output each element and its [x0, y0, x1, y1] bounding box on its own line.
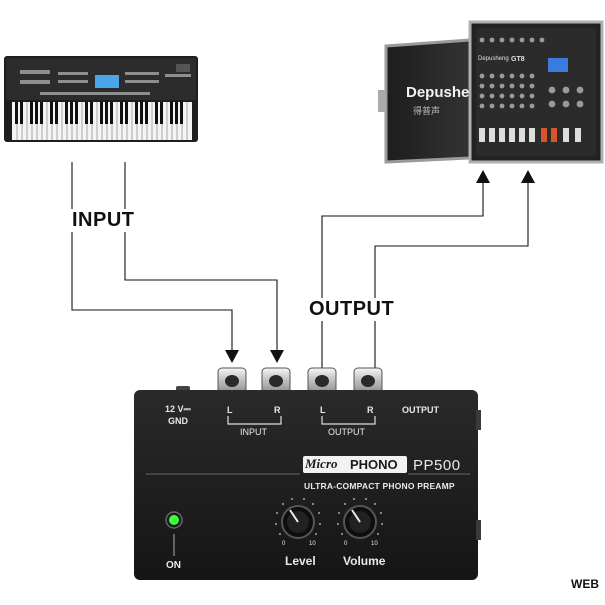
output-r-label: R — [367, 405, 374, 415]
level-knob-graphic — [281, 505, 315, 539]
input-l-label: L — [227, 405, 233, 415]
output-wires — [321, 180, 529, 372]
level-scale-min: 0 — [282, 541, 286, 547]
keyboard-screen — [95, 75, 119, 88]
arrow-down-icon — [270, 350, 284, 363]
mixer-case-subtitle: 得普声 — [413, 106, 441, 116]
input-arrows — [225, 350, 284, 363]
output-wire-right — [374, 180, 529, 372]
mixer-model: GT8 — [511, 56, 525, 63]
input-label: INPUT — [70, 209, 137, 232]
gnd-label: GND — [168, 416, 188, 426]
output-l-label: L — [320, 405, 326, 415]
output-wire-left — [321, 180, 484, 372]
input-wire-left — [71, 162, 233, 354]
volume-scale-max: 10 — [371, 541, 378, 547]
keyboard-illustration — [4, 56, 198, 142]
output-side-label: OUTPUT — [402, 405, 439, 415]
mixer-case-brand: Depushe — [406, 84, 470, 101]
level-scale-max: 10 — [309, 541, 316, 547]
output-arrows — [476, 170, 535, 183]
on-label: ON — [166, 560, 181, 571]
input-r-label: R — [274, 405, 281, 415]
input-wire-right — [124, 162, 278, 354]
watermark-web: WEB — [571, 577, 599, 591]
input-group-label: INPUT — [240, 427, 267, 437]
output-label: OUTPUT — [307, 298, 397, 321]
power-led — [169, 515, 179, 525]
input-wires — [71, 162, 278, 354]
arrow-up-icon — [476, 170, 490, 183]
volume-knob-label: Volume — [343, 554, 386, 568]
model-label: PP500 — [413, 457, 461, 474]
mixer-illustration — [378, 20, 604, 164]
level-knob-label: Level — [285, 554, 316, 568]
logo-micro-text: Micro — [305, 456, 338, 471]
power-label: 12 V⎓ — [165, 404, 191, 414]
tagline-label: ULTRA-COMPACT PHONO PREAMP — [304, 481, 455, 491]
mixer-panel-brand: Depusheng — [478, 56, 509, 62]
logo-phono-text: PHONO — [350, 457, 398, 472]
arrow-up-icon — [521, 170, 535, 183]
preamp-illustration — [134, 367, 481, 580]
volume-scale-min: 0 — [344, 541, 348, 547]
output-group-label: OUTPUT — [328, 427, 365, 437]
volume-knob-graphic — [343, 505, 377, 539]
arrow-down-icon — [225, 350, 239, 363]
micro-phono-logo: Micro PHONO — [303, 456, 407, 473]
